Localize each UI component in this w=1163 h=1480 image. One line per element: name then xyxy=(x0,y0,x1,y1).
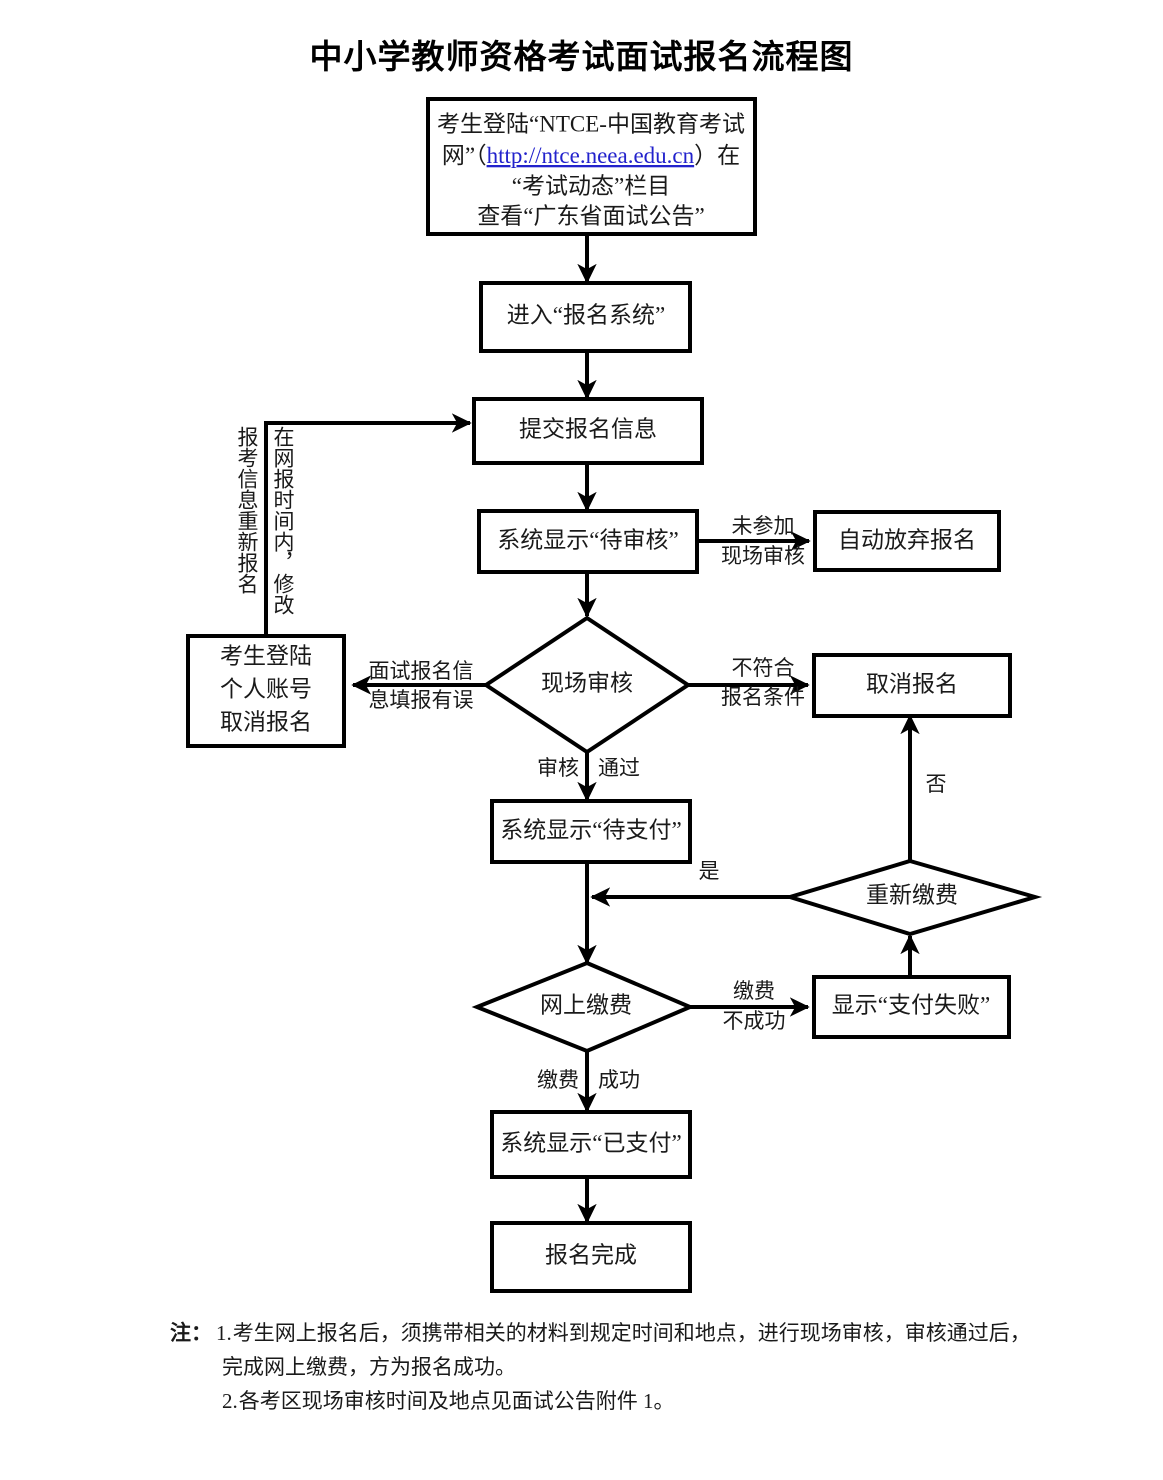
edge-label-info-wrong-1: 面试报名信 xyxy=(369,659,474,683)
node-candidate-cancel-line2: 个人账号 xyxy=(220,676,312,701)
node-login-ntce[interactable] xyxy=(426,97,757,236)
node-registration-complete-label: 报名完成 xyxy=(545,1242,637,1267)
edge-label-reregister-vertical: 报考信息重新报名 xyxy=(235,426,259,594)
edge-label-no: 否 xyxy=(926,772,947,796)
node-login-ntce-line2-pre: 网”（ xyxy=(442,143,487,168)
edge-label-pay-success-1: 缴费 xyxy=(537,1068,579,1092)
node-repay-decision[interactable] xyxy=(783,858,1043,937)
note-1-number: 1. xyxy=(216,1321,232,1345)
node-cancel-registration-label: 取消报名 xyxy=(866,671,958,696)
edge-label-pay-success-2: 成功 xyxy=(598,1068,640,1092)
node-login-ntce-line2: 网”（http://ntce.neea.edu.cn）在 xyxy=(442,143,740,168)
node-payment-failed-label: 显示“支付失败” xyxy=(832,992,990,1017)
node-enter-registration-system[interactable] xyxy=(479,281,692,353)
node-payment-failed[interactable] xyxy=(812,975,1011,1039)
node-login-ntce-line3: “考试动态”栏目 xyxy=(512,173,670,198)
edge-label-review-pass-1: 审核 xyxy=(537,756,579,780)
node-cancel-registration[interactable] xyxy=(812,653,1012,718)
note-row-1b: 完成网上缴费，方为报名成功。 xyxy=(170,1350,1070,1384)
node-online-payment-decision[interactable] xyxy=(471,960,696,1054)
node-status-paid[interactable] xyxy=(490,1110,692,1179)
node-status-paid-label: 系统显示“已支付” xyxy=(500,1130,681,1155)
edge-label-info-wrong-2: 息填报有误 xyxy=(369,688,474,712)
note-2-number: 2. xyxy=(222,1389,238,1414)
edge-label-not-attend-1: 未参加 xyxy=(732,514,795,538)
note-1-line-2: 完成网上缴费，方为报名成功。 xyxy=(222,1355,516,1380)
note-2-text: 各考区现场审核时间及地点见面试公告附件 1。 xyxy=(238,1389,675,1414)
node-candidate-cancel-registration[interactable] xyxy=(186,634,346,748)
node-login-ntce-line2-post: ）在 xyxy=(694,143,740,168)
edge-label-modify-in-time-vertical: 在网报时间内，修改 xyxy=(271,426,295,615)
note-1-line-1: 考生网上报名后，须携带相关的材料到规定时间和地点，进行现场审核，审核通过后， xyxy=(232,1321,1031,1345)
node-login-ntce-line4: 查看“广东省面试公告” xyxy=(477,203,704,228)
node-online-payment-decision-label: 网上缴费 xyxy=(540,992,632,1017)
node-candidate-cancel-line3: 取消报名 xyxy=(220,709,312,734)
node-submit-registration-info-label: 提交报名信息 xyxy=(519,416,657,441)
edge-label-pay-fail-2: 不成功 xyxy=(723,1009,786,1033)
node-repay-decision-label: 重新缴费 xyxy=(866,882,958,907)
node-status-pending-payment-label: 系统显示“待支付” xyxy=(500,817,681,842)
node-onsite-review-decision[interactable] xyxy=(482,615,692,755)
node-registration-complete[interactable] xyxy=(490,1221,692,1293)
note-row-2: 2. 各考区现场审核时间及地点见面试公告附件 1。 xyxy=(170,1384,1070,1418)
edge-label-yes: 是 xyxy=(699,859,720,883)
footer-notes: 注： 1. 考生网上报名后，须携带相关的材料到规定时间和地点，进行现场审核，审核… xyxy=(170,1316,1070,1418)
note-row-1: 注： 1. 考生网上报名后，须携带相关的材料到规定时间和地点，进行现场审核，审核… xyxy=(170,1316,1070,1350)
node-enter-registration-system-label: 进入“报名系统” xyxy=(507,302,665,327)
edge-label-not-qualified-2: 报名条件 xyxy=(721,685,805,709)
edge-label-not-qualified-1: 不符合 xyxy=(732,656,795,680)
note-label: 注： xyxy=(170,1321,212,1345)
node-login-ntce-line1: 考生登陆“NTCE-中国教育考试 xyxy=(437,111,745,136)
ntce-url-link[interactable]: http://ntce.neea.edu.cn xyxy=(487,143,695,168)
node-submit-registration-info[interactable] xyxy=(472,397,704,465)
edge-label-pay-fail-1: 缴费 xyxy=(733,979,775,1003)
node-onsite-review-decision-label: 现场审核 xyxy=(541,670,633,695)
edge-label-not-attend-2: 现场审核 xyxy=(721,544,805,568)
node-auto-abandon-registration[interactable] xyxy=(813,510,1001,572)
node-status-pending-review[interactable] xyxy=(477,509,699,574)
page-title: 中小学教师资格考试面试报名流程图 xyxy=(309,40,854,76)
node-candidate-cancel-line1: 考生登陆 xyxy=(220,643,312,668)
node-auto-abandon-registration-label: 自动放弃报名 xyxy=(838,527,976,552)
edge-n7-n3-feedback xyxy=(264,413,472,638)
node-status-pending-payment[interactable] xyxy=(490,799,692,864)
edge-label-review-pass-2: 通过 xyxy=(598,756,640,780)
node-status-pending-review-label: 系统显示“待审核” xyxy=(497,527,678,552)
